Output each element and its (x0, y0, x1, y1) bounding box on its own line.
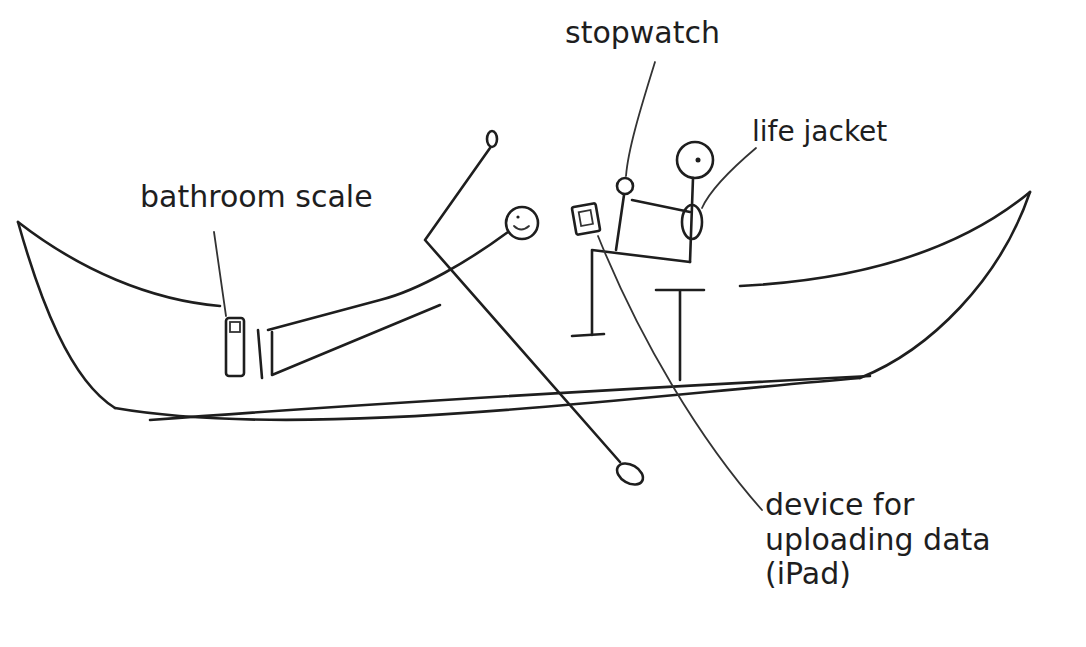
canoe-stern (860, 192, 1030, 378)
person-body (268, 232, 508, 330)
bathroom-scale (226, 318, 244, 376)
scale-display (230, 322, 240, 332)
part-label: life jacket (752, 116, 887, 148)
leader-line (214, 232, 226, 316)
paddle-blade (613, 459, 646, 489)
part-label: stopwatch (565, 16, 720, 51)
person-torso (690, 178, 693, 262)
part-label: device for uploading data (iPad) (765, 488, 1065, 592)
person-smile (514, 226, 529, 230)
life-jacket (682, 205, 702, 239)
person-leg (272, 305, 440, 375)
person-arm (632, 200, 690, 212)
person-head (506, 207, 538, 239)
stopwatch (617, 178, 633, 194)
stopwatch-strap (616, 195, 624, 250)
ipad-device (572, 203, 600, 235)
canoe-floor (150, 376, 870, 420)
leader-line (702, 148, 756, 208)
seat (656, 290, 704, 380)
ipad-screen (579, 210, 593, 226)
person-head (677, 142, 713, 178)
canoe-gunwale (740, 192, 1030, 286)
leader-line (598, 236, 762, 510)
part-label: bathroom scale (140, 180, 373, 215)
leader-line (626, 62, 655, 176)
person-leg (258, 330, 262, 378)
person-eye (516, 215, 519, 218)
person-eye (696, 158, 701, 163)
canoe-gunwale (18, 222, 220, 306)
paddle-grip (487, 131, 497, 147)
person-leg (592, 250, 690, 335)
person-foot (572, 334, 604, 336)
canoe-bow (18, 222, 115, 408)
